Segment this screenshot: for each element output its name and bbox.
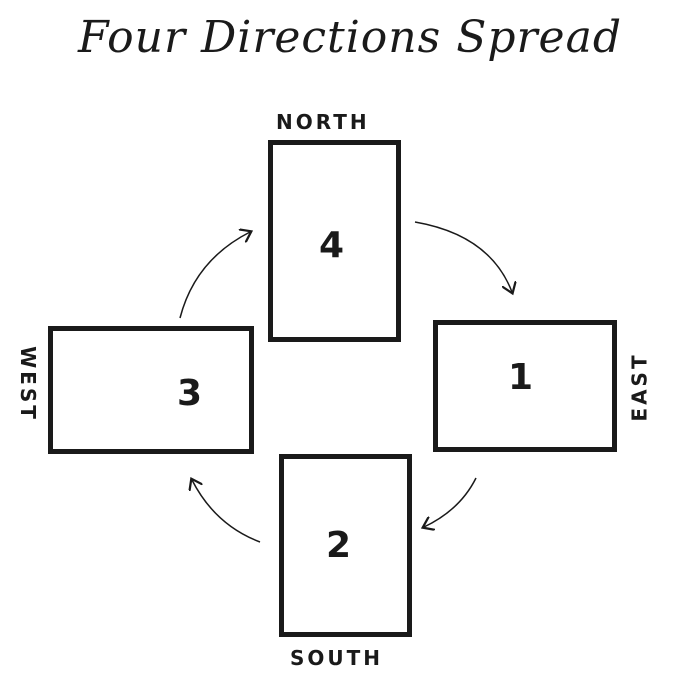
label-north: NORTH — [276, 110, 370, 134]
card-west: 3 — [48, 326, 254, 454]
card-number: 4 — [319, 225, 345, 266]
card-south: 2 — [279, 454, 412, 637]
card-number: 3 — [177, 373, 203, 414]
arrow-south-to-west — [192, 480, 261, 543]
diagram-title: Four Directions Spread — [78, 12, 622, 63]
card-east: 1 — [433, 320, 617, 452]
arrow-east-to-south — [424, 477, 477, 527]
card-number: 1 — [508, 357, 534, 398]
card-north: 4 — [268, 140, 401, 342]
label-west: WEST — [15, 346, 40, 422]
label-south: SOUTH — [290, 646, 384, 670]
label-east: EAST — [627, 352, 652, 422]
arrow-north-to-east — [414, 221, 512, 292]
card-number: 2 — [326, 525, 352, 566]
arrow-west-to-north — [179, 232, 250, 319]
